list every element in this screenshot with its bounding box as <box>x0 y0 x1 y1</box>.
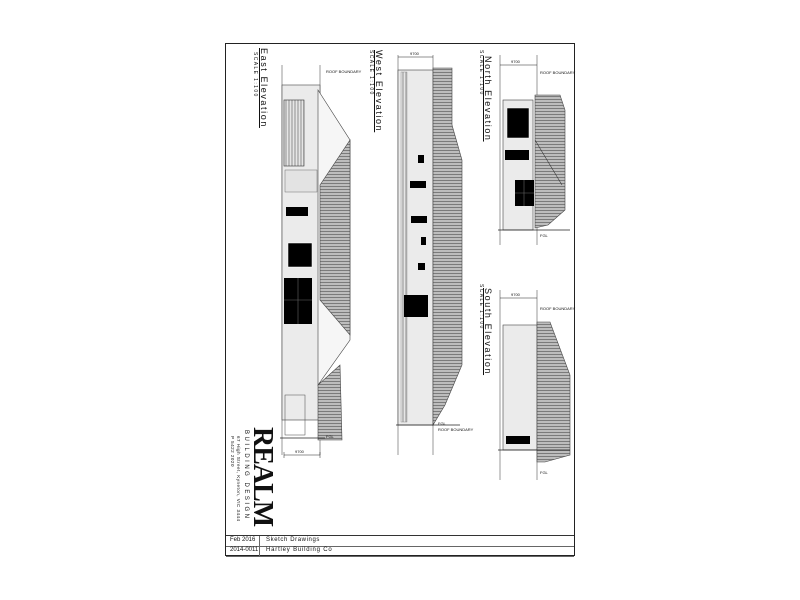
south-roof-note: ROOF BOUNDARY <box>540 306 576 311</box>
south-elevation <box>498 290 571 480</box>
west-dimension-label: 9700 <box>410 51 419 56</box>
north-level-label: FGL <box>540 233 548 238</box>
west-elevation-scale: SCALE 1:100 <box>368 50 374 96</box>
company-phone: P 5422 2020 <box>230 436 235 467</box>
south-dimension-label: 9700 <box>511 292 520 297</box>
drawing-type: Sketch Drawings <box>266 537 321 543</box>
east-roof-note: ROOF BOUNDARY <box>326 69 362 74</box>
south-elevation-scale: SCALE 1:100 <box>478 284 484 330</box>
company-tagline: BUILDING DESIGN <box>243 430 249 521</box>
west-roof-note: ROOF BOUNDARY <box>438 427 474 432</box>
south-level-label: FGL <box>540 470 548 475</box>
west-level-label: FGL <box>438 421 446 426</box>
client-name: Hartley Building Co <box>266 547 333 553</box>
east-elevation-title: East Elevation <box>259 48 269 128</box>
east-level-label: FGL <box>326 434 334 439</box>
title-block-row-1: Feb 2016 Sketch Drawings <box>226 536 574 547</box>
west-elevation <box>396 55 463 455</box>
west-elevation-title: West Elevation <box>374 50 384 133</box>
east-elevation-scale: SCALE 1:100 <box>252 52 258 98</box>
north-elevation-scale: SCALE 1:100 <box>478 50 484 96</box>
job-number: 2014-0011 <box>230 547 259 553</box>
north-dimension-label: 9700 <box>511 59 520 64</box>
north-elevation-title: North Elevation <box>483 56 493 142</box>
east-dimension-label: 9700 <box>295 449 304 454</box>
company-name: REALM <box>247 427 278 527</box>
company-address: 67 High Street, Kyneton, VIC 3444 <box>236 436 241 522</box>
drawing-date: Feb 2016 <box>230 537 256 543</box>
title-block: Feb 2016 Sketch Drawings 2014-0011 Hartl… <box>226 535 574 557</box>
east-elevation <box>280 65 351 458</box>
north-roof-note: ROOF BOUNDARY <box>540 70 576 75</box>
title-block-row-2: 2014-0011 Hartley Building Co <box>226 546 574 557</box>
south-elevation-title: South Elevation <box>483 288 493 376</box>
north-elevation <box>498 55 570 245</box>
